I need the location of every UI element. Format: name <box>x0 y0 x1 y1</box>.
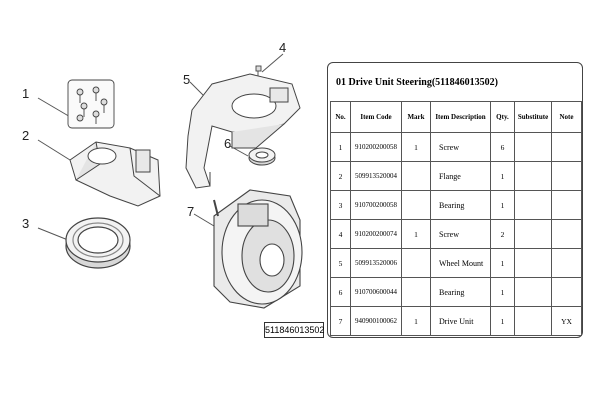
cell-description: Screw <box>430 132 491 162</box>
cell-mark: 1 <box>401 132 431 162</box>
callout-3: 3 <box>22 216 30 231</box>
cell-item-code: 910700200058 <box>350 190 402 220</box>
cell-no: 4 <box>330 219 351 249</box>
cell-description: Flange <box>430 161 491 191</box>
table-row: 5 509913520006 Wheel Mount 1 <box>330 248 582 278</box>
table-row: 1 910200200058 1 Screw 6 <box>330 132 582 162</box>
callout-1: 1 <box>22 86 30 101</box>
cell-no: 3 <box>330 190 351 220</box>
cell-substitute <box>514 306 552 336</box>
cell-description: Bearing <box>430 190 491 220</box>
cell-mark <box>401 277 431 307</box>
header-substitute: Substitute <box>514 101 552 133</box>
header-mark: Mark <box>401 101 431 133</box>
cell-no: 2 <box>330 161 351 191</box>
cell-mark <box>401 190 431 220</box>
cell-qty: 6 <box>490 132 515 162</box>
cell-note <box>551 190 582 220</box>
table-row: 6 910700600044 Bearing 1 <box>330 277 582 307</box>
cell-qty: 1 <box>490 248 515 278</box>
cell-no: 7 <box>330 306 351 336</box>
cell-note <box>551 248 582 278</box>
bearing-small-drawing <box>248 147 276 166</box>
cell-mark: 1 <box>401 306 431 336</box>
flange-drawing <box>69 141 161 207</box>
callout-2: 2 <box>22 128 30 143</box>
cell-description: Screw <box>430 219 491 249</box>
header-note: Note <box>551 101 582 133</box>
cell-item-code: 910700600044 <box>350 277 402 307</box>
callout-6: 6 <box>224 136 232 151</box>
screw-set-drawing <box>67 79 115 129</box>
cell-substitute <box>514 277 552 307</box>
cell-note: YX <box>551 306 582 336</box>
cell-note <box>551 219 582 249</box>
cell-no: 1 <box>330 132 351 162</box>
bearing-large-drawing <box>65 217 131 269</box>
assembly-code-label: 511846013502 <box>264 322 324 338</box>
cell-mark <box>401 248 431 278</box>
header-qty: Qty. <box>490 101 515 133</box>
callout-4: 4 <box>279 40 287 55</box>
cell-item-code: 940900100062 <box>350 306 402 336</box>
cell-qty: 1 <box>490 161 515 191</box>
callout-7: 7 <box>187 204 195 219</box>
table-row: 2 509913520004 Flange 1 <box>330 161 582 191</box>
table-header-row: No. Item Code Mark Item Description Qty.… <box>330 101 582 133</box>
cell-no: 6 <box>330 277 351 307</box>
cell-substitute <box>514 190 552 220</box>
cell-no: 5 <box>330 248 351 278</box>
header-no: No. <box>330 101 351 133</box>
cell-item-code: 509913520004 <box>350 161 402 191</box>
cell-note <box>551 132 582 162</box>
cell-item-code: 509913520006 <box>350 248 402 278</box>
cell-qty: 1 <box>490 306 515 336</box>
cell-description: Bearing <box>430 277 491 307</box>
cell-substitute <box>514 132 552 162</box>
table-row: 3 910700200058 Bearing 1 <box>330 190 582 220</box>
cell-item-code: 910200200074 <box>350 219 402 249</box>
cell-note <box>551 161 582 191</box>
drive-unit-drawing <box>213 189 303 309</box>
parts-table: No. Item Code Mark Item Description Qty.… <box>330 101 582 336</box>
cell-mark <box>401 161 431 191</box>
cell-item-code: 910200200058 <box>350 132 402 162</box>
wheel-mount-drawing <box>185 73 301 189</box>
header-item-description: Item Description <box>430 101 491 133</box>
cell-note <box>551 277 582 307</box>
parts-list-title: 01 Drive Unit Steering(511846013502) <box>336 77 498 88</box>
cell-qty: 2 <box>490 219 515 249</box>
cell-mark: 1 <box>401 219 431 249</box>
cell-substitute <box>514 161 552 191</box>
cell-substitute <box>514 248 552 278</box>
table-row: 7 940900100062 1 Drive Unit 1 YX <box>330 306 582 336</box>
cell-substitute <box>514 219 552 249</box>
exploded-parts-diagram <box>37 53 303 309</box>
callout-5: 5 <box>183 72 191 87</box>
parts-list-panel: 01 Drive Unit Steering(511846013502) No.… <box>327 62 583 338</box>
cell-description: Drive Unit <box>430 306 491 336</box>
cell-description: Wheel Mount <box>430 248 491 278</box>
cell-qty: 1 <box>490 190 515 220</box>
table-row: 4 910200200074 1 Screw 2 <box>330 219 582 249</box>
cell-qty: 1 <box>490 277 515 307</box>
header-item-code: Item Code <box>350 101 402 133</box>
